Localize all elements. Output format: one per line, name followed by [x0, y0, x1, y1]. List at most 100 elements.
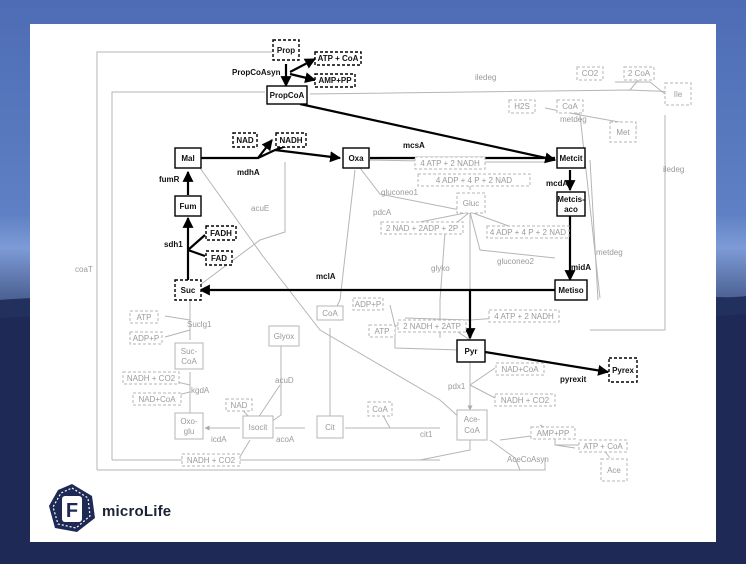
node-fum — [174, 195, 202, 217]
node-atp2nadh — [414, 156, 486, 170]
node-nadh-co2-c — [181, 453, 241, 467]
label-gluconeo2: gluconeo2 — [497, 257, 534, 266]
label-mcsa: mcsA — [403, 141, 425, 150]
active-nodes: Prop ATP + CoA PropCoAsyn AMP+PP PropCoA… — [159, 39, 638, 384]
node-fad-label: FAD — [211, 254, 227, 263]
node-ace-coa-label-2: CoA — [464, 426, 480, 435]
node-coa-mid-label: CoA — [322, 309, 338, 318]
logo-letter: F — [66, 500, 78, 522]
node-mal-label: Mal — [181, 154, 194, 163]
node-nad-icd-label: NAD — [231, 401, 248, 410]
node-prop-label: Prop — [277, 46, 295, 55]
node-adp-p-a — [352, 297, 384, 311]
node-coa-cit-label: CoA — [372, 405, 388, 414]
label-coat: coaT — [75, 265, 93, 274]
inactive-nodes: iledeg CO2 2 CoA Ile H2S CoA metdeg Met … — [75, 66, 692, 482]
node-metcisaco — [556, 191, 586, 217]
node-suc-coa-label-1: Suc- — [181, 347, 198, 356]
node-atp-coa-top — [314, 51, 362, 66]
node-suc-label: Suc — [181, 286, 196, 295]
node-h2s — [508, 99, 536, 114]
node-met-label: Met — [616, 128, 630, 137]
node-atp-sucl-label: ATP — [137, 313, 152, 322]
node-propcoa — [266, 85, 308, 105]
node-metcisaco-label-1: Metcis- — [557, 195, 585, 204]
node-ace-label: Ace — [607, 466, 621, 475]
node-fad — [205, 250, 233, 266]
node-suc-coa-label-2: CoA — [181, 357, 197, 366]
node-co2 — [576, 66, 604, 81]
edge-coat-outer — [96, 51, 272, 470]
node-nad-coa-b-label: NAD+CoA — [138, 395, 176, 404]
node-ile — [664, 82, 692, 106]
brand-name: microLife — [102, 503, 172, 520]
diagram-panel: .g{stroke:#b5b5b5;stroke-width:1;fill:no… — [30, 24, 716, 542]
node-isocit-label: Isocit — [249, 423, 268, 432]
node-ace-coa-label-1: Ace- — [464, 415, 481, 424]
node-mal — [174, 147, 202, 169]
node-atp-coa-top-label: ATP + CoA — [318, 54, 359, 63]
node-pyrex — [608, 357, 638, 383]
node-oxa-label: Oxa — [348, 154, 364, 163]
node-metcisaco-label-2: aco — [564, 205, 578, 214]
label-icda: icdA — [211, 435, 227, 444]
label-mcda: mcdA — [546, 179, 568, 188]
label-acue: acuE — [251, 204, 269, 213]
node-atp-sucl — [129, 310, 159, 324]
node-adp2nad-b — [486, 225, 570, 239]
node-atp-gly — [368, 324, 396, 338]
node-adp-pp-label: ADP+P — [133, 334, 159, 343]
label-mcla: mclA — [316, 272, 336, 281]
label-pyrexit: pyrexit — [560, 375, 587, 384]
node-ace — [600, 458, 628, 482]
node-coa-met-label: CoA — [562, 102, 578, 111]
label-fumr: fumR — [159, 175, 180, 184]
node-gluc — [456, 192, 486, 214]
node-nadh-mdh-label: NADH — [279, 136, 302, 145]
node-metiso — [554, 279, 588, 301]
label-gluconeo1: gluconeo1 — [381, 188, 418, 197]
node-suc — [174, 279, 202, 301]
node-prop — [272, 39, 300, 61]
node-pyr — [456, 339, 486, 363]
node-adp-pp — [129, 331, 163, 345]
node-propcoa-label: PropCoA — [270, 91, 305, 100]
node-2coa-label: 2 CoA — [628, 69, 651, 78]
node-fadh — [205, 225, 237, 241]
node-amp-pp-b — [530, 426, 576, 440]
node-met — [609, 121, 637, 143]
node-amp-pp-top — [314, 73, 356, 88]
label-sdh1: sdh1 — [164, 240, 183, 249]
label-propcoasyn: PropCoAsyn — [232, 68, 281, 77]
node-cit — [316, 415, 344, 439]
label-glyko: glyko — [431, 264, 450, 273]
node-pyrex-label: Pyrex — [612, 366, 634, 375]
edge-coat-inner — [111, 91, 265, 460]
node-ace-coa — [456, 409, 488, 441]
microlife-logo: F — [49, 484, 95, 532]
node-nad-coa-label: NAD+CoA — [501, 365, 539, 374]
node-adp2nad-a — [417, 173, 531, 187]
label-pdx1: pdx1 — [448, 382, 466, 391]
node-metcit — [556, 147, 586, 169]
node-glyox-label: Glyox — [274, 332, 294, 341]
label-acoa: acoA — [276, 435, 295, 444]
node-atp2nadh-label: 4 ATP + 2 NADH — [420, 159, 480, 168]
node-isocit — [242, 415, 274, 439]
node-nadh2atp-label: 2 NADH + 2ATP — [403, 322, 461, 331]
label-kgda: kgdA — [191, 386, 210, 395]
label-iledeg-right: iledeg — [663, 165, 684, 174]
node-oxo-glu-label-2: glu — [184, 427, 195, 436]
node-oxo-glu-label-1: Oxo- — [180, 417, 198, 426]
node-coa-mid — [316, 305, 344, 321]
node-cit-label: Cit — [325, 423, 336, 432]
node-nadh-co2-label: NADH + CO2 — [127, 374, 176, 383]
node-coa-cit — [367, 401, 393, 417]
node-atp-coa-b-label: ATP + CoA — [583, 442, 623, 451]
node-2coa — [623, 66, 655, 81]
label-pdca: pdcA — [373, 208, 392, 217]
node-metcit-label: Metcit — [559, 154, 582, 163]
node-nadh2atp — [397, 319, 467, 333]
label-acud: acuD — [275, 376, 294, 385]
node-adp2nad-a-label: 4 ADP + 4 P + 2 NAD — [436, 176, 512, 185]
